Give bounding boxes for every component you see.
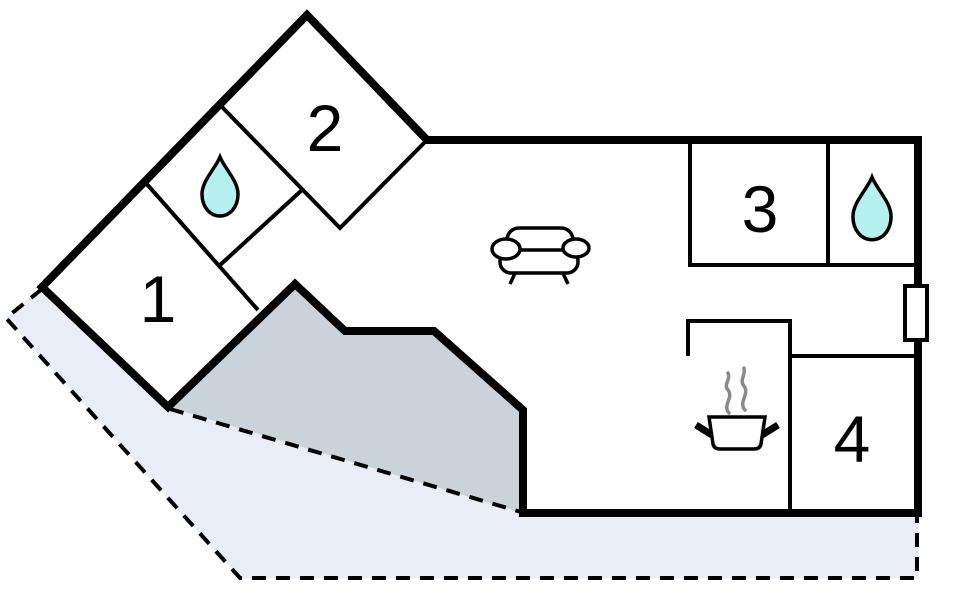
room-2-label: 2 [307,91,344,165]
room-3-label: 3 [742,172,779,246]
kitchen-walls [686,319,792,513]
terrace-area [168,284,523,513]
water-drop-icon [851,172,893,242]
sofa-icon [490,226,591,285]
water-drop-icon [200,152,240,218]
room-1-label: 1 [140,262,177,336]
room3-walls [688,140,916,267]
window-marker [903,284,929,342]
room-4-label: 4 [834,402,871,476]
steam-line [724,371,732,415]
cooking-pot-with-steam-icon [694,366,780,451]
patio-area [6,287,918,578]
bathroom1-wall [217,188,304,268]
room2-walls [220,105,429,231]
steam-line [740,366,748,412]
terrace-dashed-edge [169,407,522,514]
building-outline [36,9,922,517]
room1-divider-wall [143,180,260,312]
patio-dashed-outline [3,287,919,580]
